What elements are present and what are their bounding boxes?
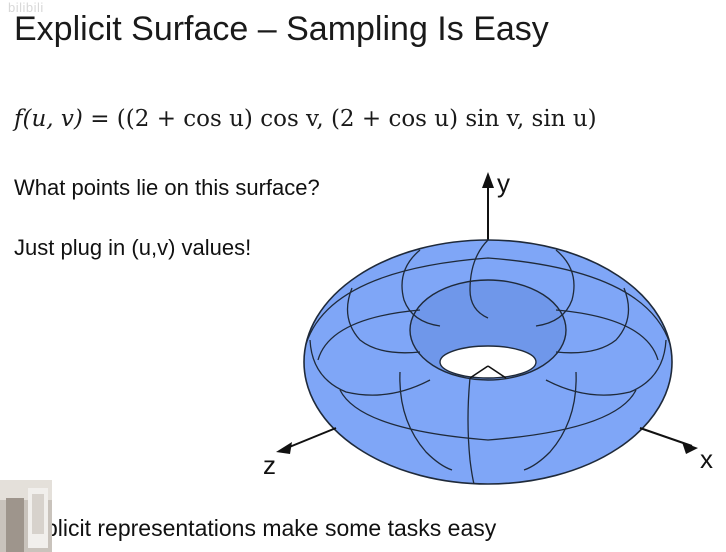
mesh-meridian-9	[523, 371, 577, 471]
mesh-meridian-10	[467, 377, 475, 485]
answer-text: Just plug in (u,v) values!	[14, 235, 252, 260]
watermark: bilibili	[8, 0, 44, 15]
mesh-meridian-6	[309, 339, 431, 396]
x-axis-arrowhead	[682, 442, 698, 454]
mesh-meridian-4	[346, 287, 421, 354]
slide-title: Explicit Surface – Sampling Is Easy	[14, 10, 549, 48]
z-axis-arrowhead	[276, 442, 292, 454]
formula-lhs: f(u, v)	[14, 106, 83, 132]
mesh-ring-right	[555, 309, 659, 361]
webcam-overlay-icon	[0, 480, 52, 552]
mesh-ring-left	[317, 309, 421, 361]
mesh-meridian-1	[469, 239, 489, 319]
x-axis-inner	[487, 365, 507, 379]
formula: f(u, v) = ((2 + cos u) cos v, (2 + cos u…	[14, 106, 597, 132]
torus-mesh	[305, 239, 671, 485]
x-axis-label: x	[700, 444, 713, 474]
mesh-ring-top	[305, 257, 671, 345]
bottom-text: plicit representations make some tasks e…	[45, 515, 497, 541]
mesh-meridian-2	[401, 249, 441, 327]
mesh-meridian-3	[535, 249, 575, 327]
mesh-meridian-7	[545, 339, 667, 396]
z-axis-inner	[469, 365, 489, 379]
torus-hole	[439, 345, 537, 379]
question-text: What points lie on this surface?	[14, 175, 320, 200]
formula-rhs: ((2 + cos u) cos v, (2 + cos u) sin v, s…	[116, 106, 597, 132]
z-axis-label: z	[263, 450, 276, 480]
mesh-ring-front	[339, 389, 637, 441]
y-axis-label: y	[497, 168, 510, 198]
mesh-meridian-5	[555, 287, 630, 354]
y-axis-arrowhead	[482, 172, 494, 188]
formula-eq: =	[82, 106, 117, 132]
mesh-meridian-8	[399, 371, 453, 471]
